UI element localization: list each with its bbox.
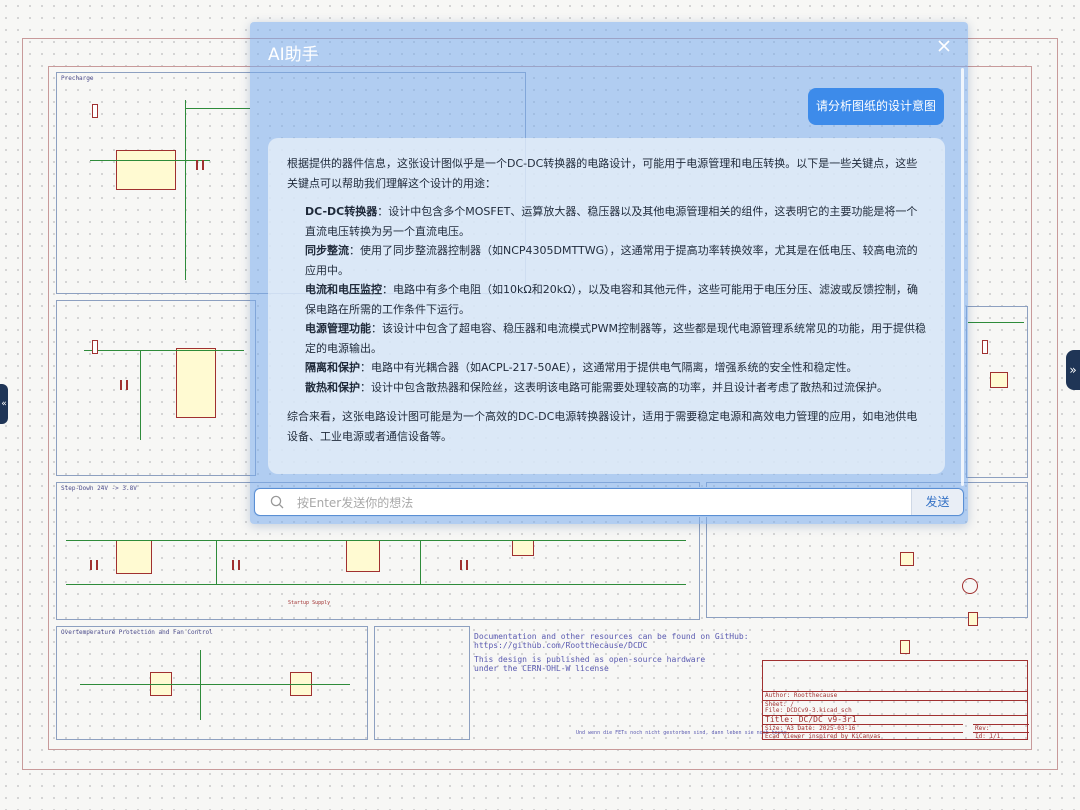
title-block-sheet: Sheet: /	[763, 700, 1027, 709]
isolated-dcdc-module	[116, 150, 176, 190]
reply-point-key: DC-DC转换器	[305, 205, 378, 218]
reply-point-text: ：设计中包含散热器和保险丝，这表明该电路可能需要处理较高的功率，并且设计者考虑了…	[360, 380, 888, 394]
reply-point: 电流和电压监控：电路中有多个电阻（如10kΩ和20kΩ），以及电容和其他元件，这…	[305, 280, 926, 319]
wire	[420, 540, 421, 584]
dialog-title: AI助手	[268, 45, 319, 65]
title-block-author: Author: Rootthecause	[763, 691, 1027, 700]
output-block	[966, 306, 1028, 478]
gate-driver-block	[56, 300, 256, 476]
wire	[140, 350, 141, 440]
resistor	[982, 340, 988, 354]
title-block-title: Title: DC/DC v9-3r1	[763, 715, 1027, 724]
reply-intro: 根据提供的器件信息，这张设计图似乎是一个DC-DC转换器的电路设计，可能用于电源…	[287, 157, 918, 190]
jumper	[968, 612, 978, 626]
title-block-id: Id: 1/1	[973, 732, 1029, 741]
regulator-ic	[512, 540, 534, 556]
reply-point: 隔离和保护：电路中有光耦合器（如ACPL-217-50AE），这通常用于提供电气…	[305, 358, 926, 378]
reply-point-key: 同步整流	[305, 244, 349, 257]
reply-point-text: ：电路中有光耦合器（如ACPL-217-50AE），这通常用于提供电气隔离，增强…	[360, 361, 858, 374]
capacitor	[90, 560, 98, 570]
jumper	[900, 640, 910, 654]
buck-regulator-ic	[116, 540, 152, 574]
ai-assistant-dialog: AI助手 请分析图纸的设计意图 根据提供的器件信息，这张设计图似乎是一个DC-D…	[250, 22, 968, 524]
wire	[66, 584, 686, 585]
double-chevron-right-icon: »	[1069, 363, 1077, 377]
wire	[84, 350, 244, 351]
user-message-bubble: 请分析图纸的设计意图	[807, 88, 944, 125]
reply-point-key: 电流和电压监控	[305, 283, 382, 296]
doc-line: under the CERN-OHL-W license	[474, 664, 609, 673]
title-block-rev: Rev:	[973, 724, 1029, 733]
reply-point-text: ：电路中有多个电阻（如10kΩ和20kΩ），以及电容和其他元件，这些可能用于电压…	[305, 283, 919, 316]
title-block-file: File: DCDCv9-3.kicad_sch	[765, 707, 852, 714]
reply-point-key: 散热和保护	[305, 380, 360, 394]
reply-summary: 综合来看，这张电路设计图可能是为一个高效的DC-DC电源转换器设计，适用于需要稳…	[287, 410, 918, 443]
reply-point: DC-DC转换器：设计中包含多个MOSFET、运算放大器、稳压器以及其他电源管理…	[305, 202, 926, 241]
search-icon	[270, 495, 284, 509]
close-icon[interactable]	[938, 38, 950, 56]
reply-point: 电源管理功能：该设计中包含了超电容、稳压器和电流模式PWM控制器等，这些都是现代…	[305, 319, 926, 358]
resistor	[92, 340, 98, 354]
footer-note: Und wenn die FETs noch nicht gestorben s…	[576, 730, 790, 736]
chat-input-bar: 发送	[254, 488, 964, 516]
title-block-tool: Ecad Viewer inspired by KiCanvas	[763, 732, 963, 741]
wire	[90, 160, 210, 161]
assistant-reply: 根据提供的器件信息，这张设计图似乎是一个DC-DC转换器的电路设计，可能用于电源…	[268, 138, 945, 474]
dialog-header: AI助手	[250, 22, 968, 78]
close-icon-graphic	[938, 40, 950, 52]
wire	[968, 322, 1024, 323]
capacitor	[232, 560, 240, 570]
reply-point-text: ：该设计中包含了超电容、稳压器和电流模式PWM控制器等，这些都是现代电源管理系统…	[305, 322, 926, 355]
reply-points: DC-DC转换器：设计中包含多个MOSFET、运算放大器、稳压器以及其他电源管理…	[287, 202, 926, 397]
left-panel-handle[interactable]: «	[0, 384, 8, 424]
title-block-size-date: Size: A3 Date: 2025-03-16	[763, 724, 963, 733]
connector	[990, 372, 1008, 388]
capacitor	[120, 380, 128, 390]
chevron-left-icon: «	[1, 399, 7, 409]
overtemp-block-label: Overtemperature Protection and Fan Contr…	[61, 629, 213, 636]
chat-input[interactable]	[297, 493, 897, 513]
wire	[80, 684, 350, 685]
chat-scrollbar[interactable]	[961, 68, 964, 486]
startup-ic	[346, 540, 380, 572]
reply-point: 散热和保护：设计中包含散热器和保险丝，这表明该电路可能需要处理较高的功率，并且设…	[305, 378, 926, 398]
wire	[216, 540, 217, 584]
send-button[interactable]: 发送	[911, 489, 963, 515]
doc-line: Documentation and other resources can be…	[474, 632, 749, 641]
reply-point: 同步整流：使用了同步整流器控制器（如NCP4305DMTTWG），这通常用于提高…	[305, 241, 926, 280]
gate-driver-ic	[176, 348, 216, 418]
step-down-block-label: Step-Down 24V -> 3.8V	[61, 485, 137, 492]
thermistor	[900, 552, 914, 566]
startup-supply-label: Startup Supply	[288, 600, 331, 606]
doc-line: This design is published as open-source …	[474, 655, 706, 664]
reply-point-key: 隔离和保护	[305, 361, 360, 374]
title-block: Author: Rootthecause Sheet: / File: DCDC…	[762, 660, 1029, 741]
overtemp-block: Overtemperature Protection and Fan Contr…	[56, 626, 368, 740]
bom-notes-block	[374, 626, 470, 740]
capacitor	[196, 160, 204, 170]
precharge-block-label: Precharge	[61, 75, 94, 82]
chat-scrollbar-thumb[interactable]	[961, 68, 964, 486]
documentation-note: Documentation and other resources can be…	[474, 632, 754, 673]
wire	[185, 100, 186, 280]
wire	[200, 650, 201, 720]
fan-icon	[962, 578, 978, 594]
reply-point-key: 电源管理功能	[305, 322, 371, 335]
capacitor	[460, 560, 468, 570]
wire	[66, 540, 686, 541]
reply-point-text: ：使用了同步整流器控制器（如NCP4305DMTTWG），这通常用于提高功率转换…	[305, 244, 918, 277]
reply-point-text: ：设计中包含多个MOSFET、运算放大器、稳压器以及其他电源管理相关的组件，这表…	[305, 205, 918, 238]
doc-line: https://github.com/Rootthecause/DCDC	[474, 641, 648, 650]
wire	[185, 108, 250, 109]
right-panel-handle[interactable]: »	[1066, 350, 1080, 390]
resistor	[92, 104, 98, 118]
